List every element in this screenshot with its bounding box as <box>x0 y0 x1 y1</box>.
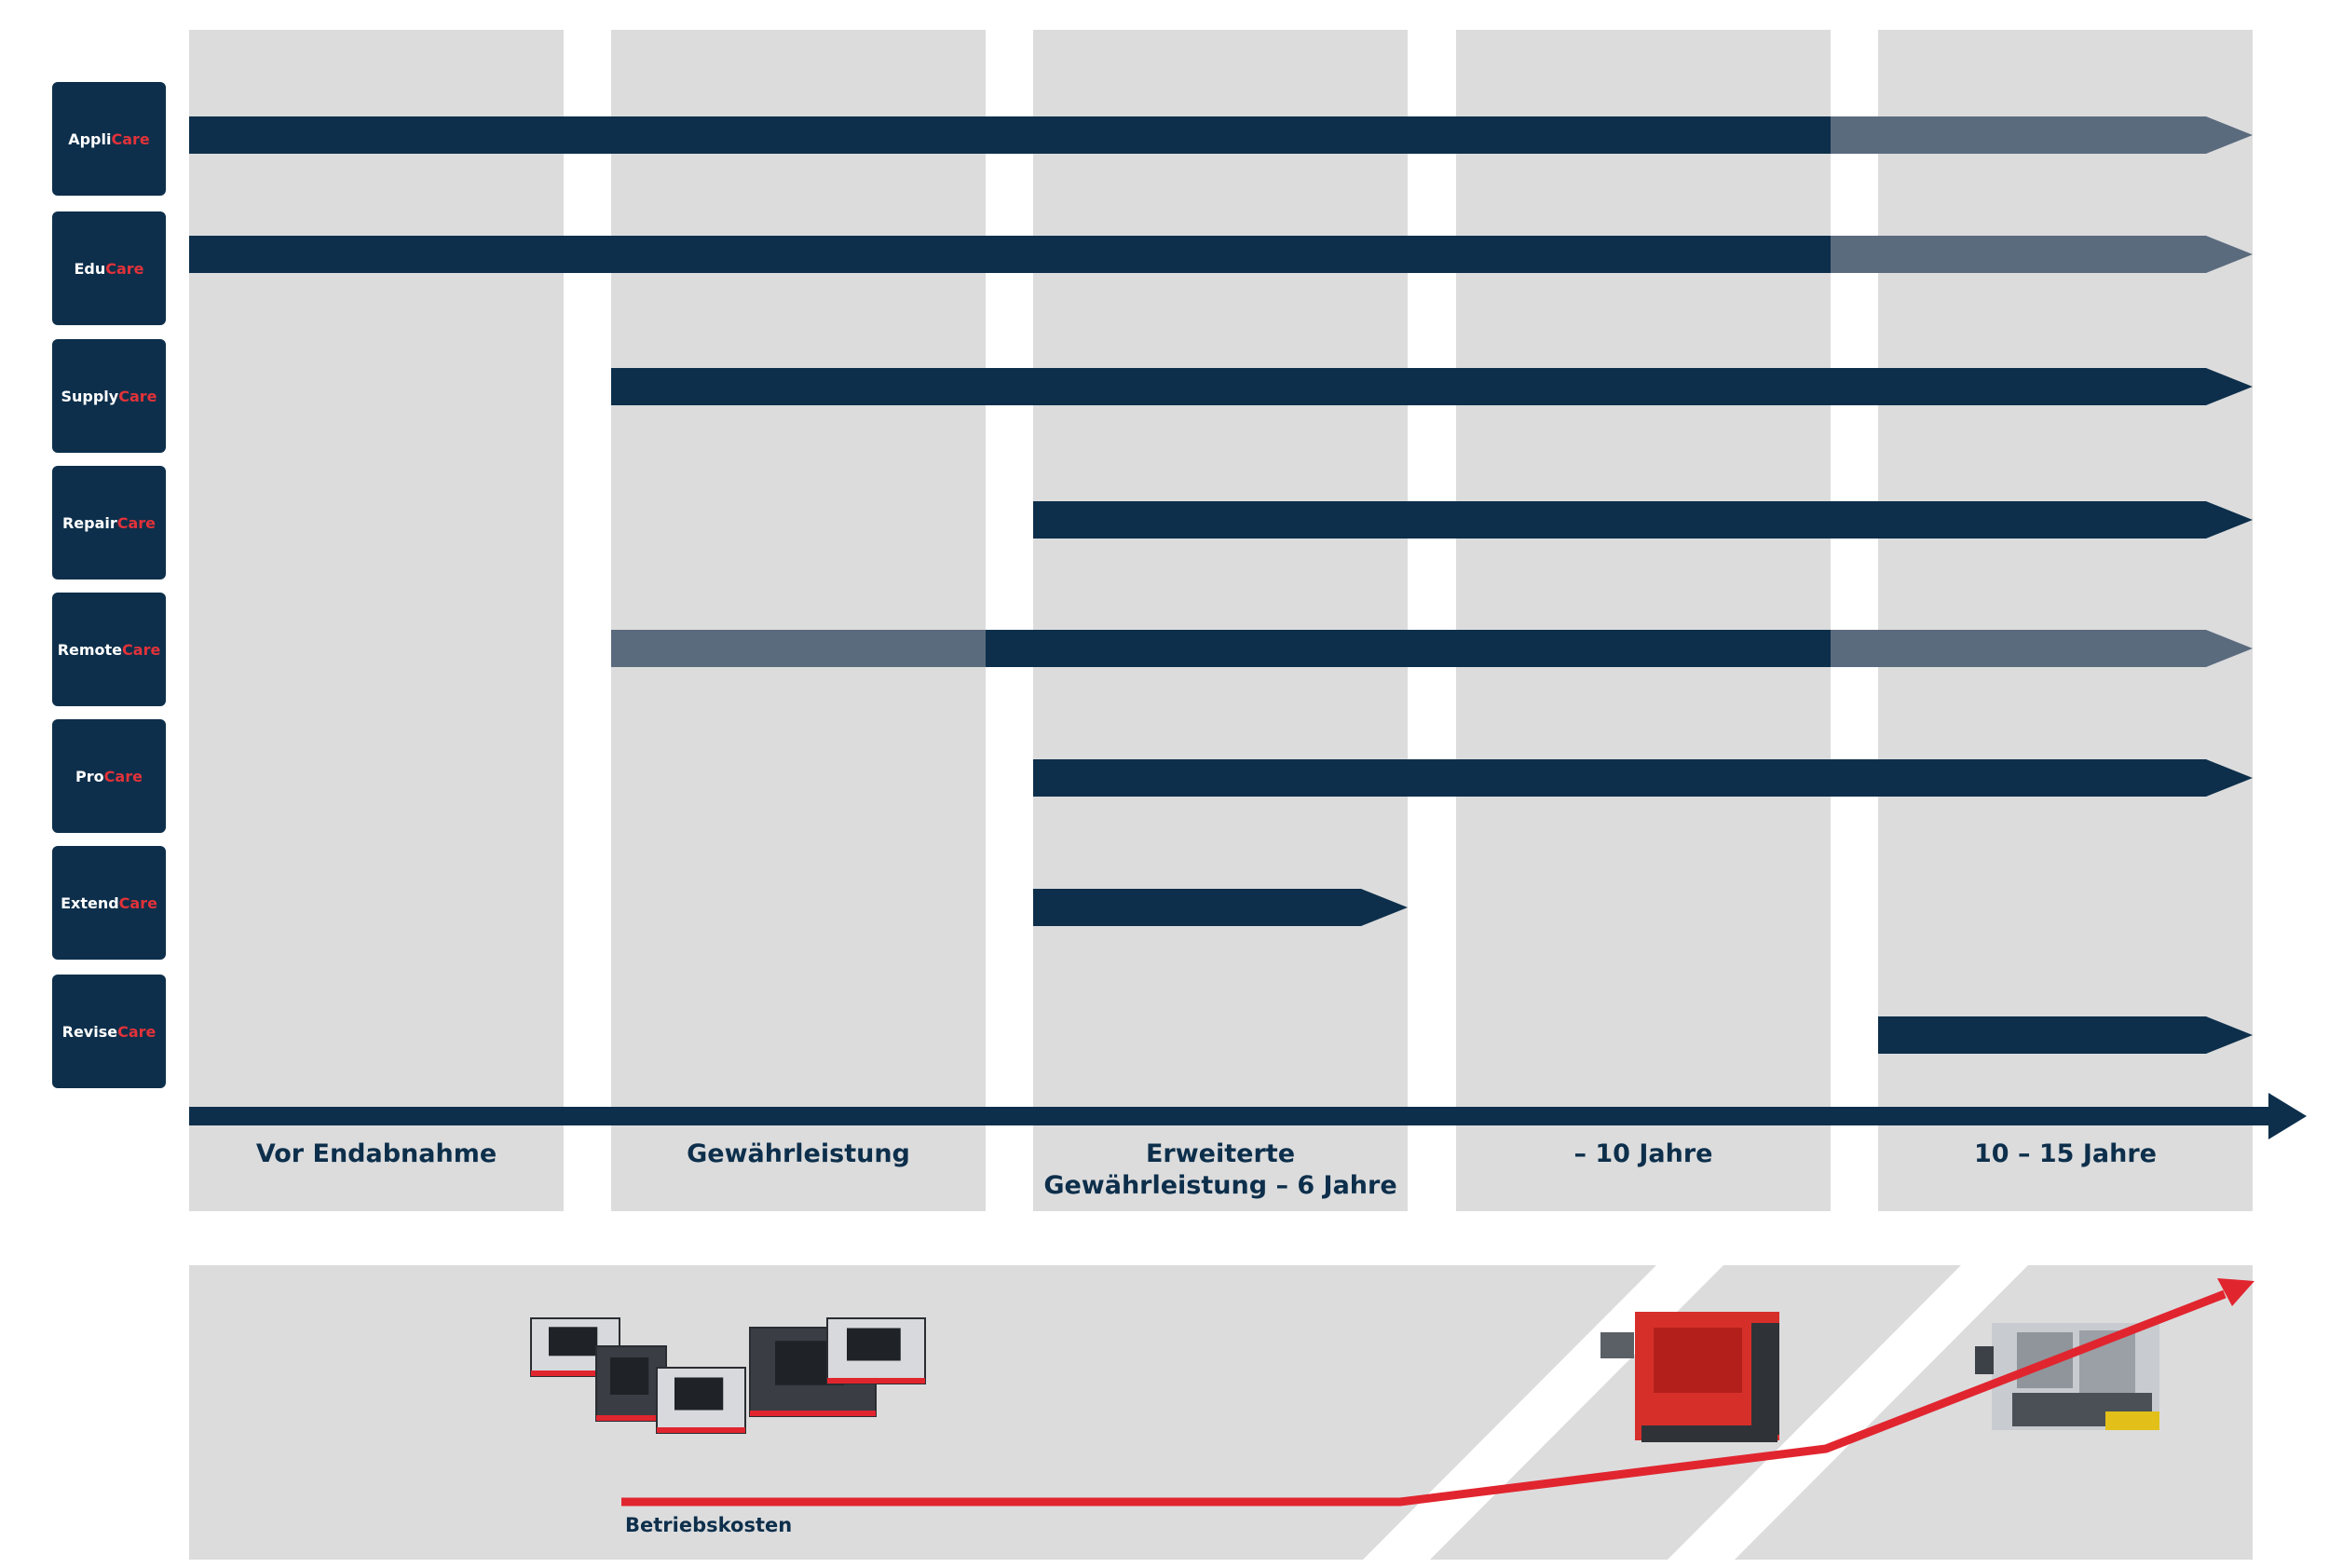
service-name: Edu <box>74 259 106 278</box>
machine-stripe <box>657 1427 745 1433</box>
panel-stripe-2 <box>1668 1265 2028 1560</box>
service-label: ProCare <box>75 768 143 785</box>
red-machine-part <box>1751 1323 1779 1435</box>
red-machine-part <box>1641 1425 1777 1442</box>
service-label: ExtendCare <box>61 894 157 912</box>
machine-window <box>549 1327 598 1357</box>
service-label: RepairCare <box>62 514 156 532</box>
machine-stripe <box>750 1411 876 1416</box>
service-name: Pro <box>75 767 104 785</box>
phase-label-4: – 10 Jahre <box>1573 1139 1713 1168</box>
cost-curve <box>621 1289 2227 1507</box>
coverage-bar-remote-2 <box>986 630 1831 667</box>
coverage-bar-repair-1 <box>1033 501 2253 539</box>
cost-label: Betriebskosten <box>625 1514 793 1536</box>
coverage-bar-appli-1 <box>189 116 1831 154</box>
service-name: Appli <box>68 130 112 148</box>
service-box-repair: RepairCare <box>52 466 166 579</box>
service-box-edu: EduCare <box>52 211 166 325</box>
service-name: Remote <box>57 640 123 659</box>
coverage-bar-edu-2 <box>1831 236 2253 273</box>
service-box-extend: ExtendCare <box>52 846 166 960</box>
cost-curve-arrowhead <box>2217 1278 2254 1306</box>
service-name: Supply <box>61 387 119 405</box>
coverage-bar-appli-2 <box>1831 116 2253 154</box>
machine-window <box>847 1328 901 1361</box>
service-name: Repair <box>61 513 117 532</box>
phase-label-5: 10 – 15 Jahre <box>1974 1139 2157 1168</box>
machine-stripe <box>827 1378 925 1384</box>
phase-column-3 <box>1033 30 1408 1211</box>
service-label: SupplyCare <box>61 388 157 405</box>
service-box-pro: ProCare <box>52 719 166 833</box>
service-name: Extend <box>61 893 119 912</box>
service-suffix: Care <box>118 387 157 405</box>
service-suffix: Care <box>117 1022 157 1041</box>
coverage-bar-extend-1 <box>1033 889 1408 926</box>
phase-column-1 <box>189 30 564 1211</box>
machine-window <box>610 1357 649 1395</box>
service-box-appli: AppliCare <box>52 82 166 196</box>
service-suffix: Care <box>111 130 150 148</box>
service-box-supply: SupplyCare <box>52 339 166 453</box>
phase-column-5 <box>1878 30 2253 1211</box>
retrofit-machine-part <box>2105 1411 2159 1430</box>
service-suffix: Care <box>105 259 144 278</box>
service-label: ReviseCare <box>62 1023 157 1041</box>
machine-stripe <box>596 1415 666 1421</box>
service-label: EduCare <box>74 260 143 278</box>
time-axis-arrow <box>189 1093 2307 1139</box>
coverage-bar-pro-1 <box>1033 759 2253 797</box>
machine-group-image <box>530 1317 926 1434</box>
retrofit-machine-image <box>1975 1323 2159 1430</box>
service-label: AppliCare <box>68 130 150 148</box>
coverage-bar-supply-1 <box>611 368 2253 405</box>
phase-label-1: Vor Endabnahme <box>255 1139 497 1168</box>
phase-column-4 <box>1456 30 1831 1211</box>
coverage-bar-remote-1 <box>611 630 986 667</box>
service-suffix: Care <box>118 893 157 912</box>
phase-label-2: Gewährleistung <box>687 1139 910 1168</box>
red-machine-part <box>1600 1332 1634 1358</box>
coverage-bar-remote-3 <box>1831 630 2253 667</box>
service-suffix: Care <box>116 513 157 532</box>
service-suffix: Care <box>103 767 143 785</box>
phase-column-2 <box>611 30 986 1211</box>
coverage-bar-revise-1 <box>1878 1016 2253 1054</box>
red-machine-image <box>1600 1312 1779 1442</box>
machine-window <box>674 1377 724 1411</box>
service-suffix: Care <box>122 640 161 659</box>
red-machine-part <box>1654 1328 1742 1393</box>
service-box-revise: ReviseCare <box>52 975 166 1088</box>
coverage-bar-edu-1 <box>189 236 1831 273</box>
service-label: RemoteCare <box>58 641 161 659</box>
service-box-remote: RemoteCare <box>52 593 166 706</box>
retrofit-machine-part <box>1975 1346 1994 1374</box>
phase-label-3: Erweiterte Gewährleistung – 6 Jahre <box>1043 1139 1397 1200</box>
service-name: Revise <box>61 1022 118 1041</box>
machine-stripe <box>531 1370 620 1376</box>
